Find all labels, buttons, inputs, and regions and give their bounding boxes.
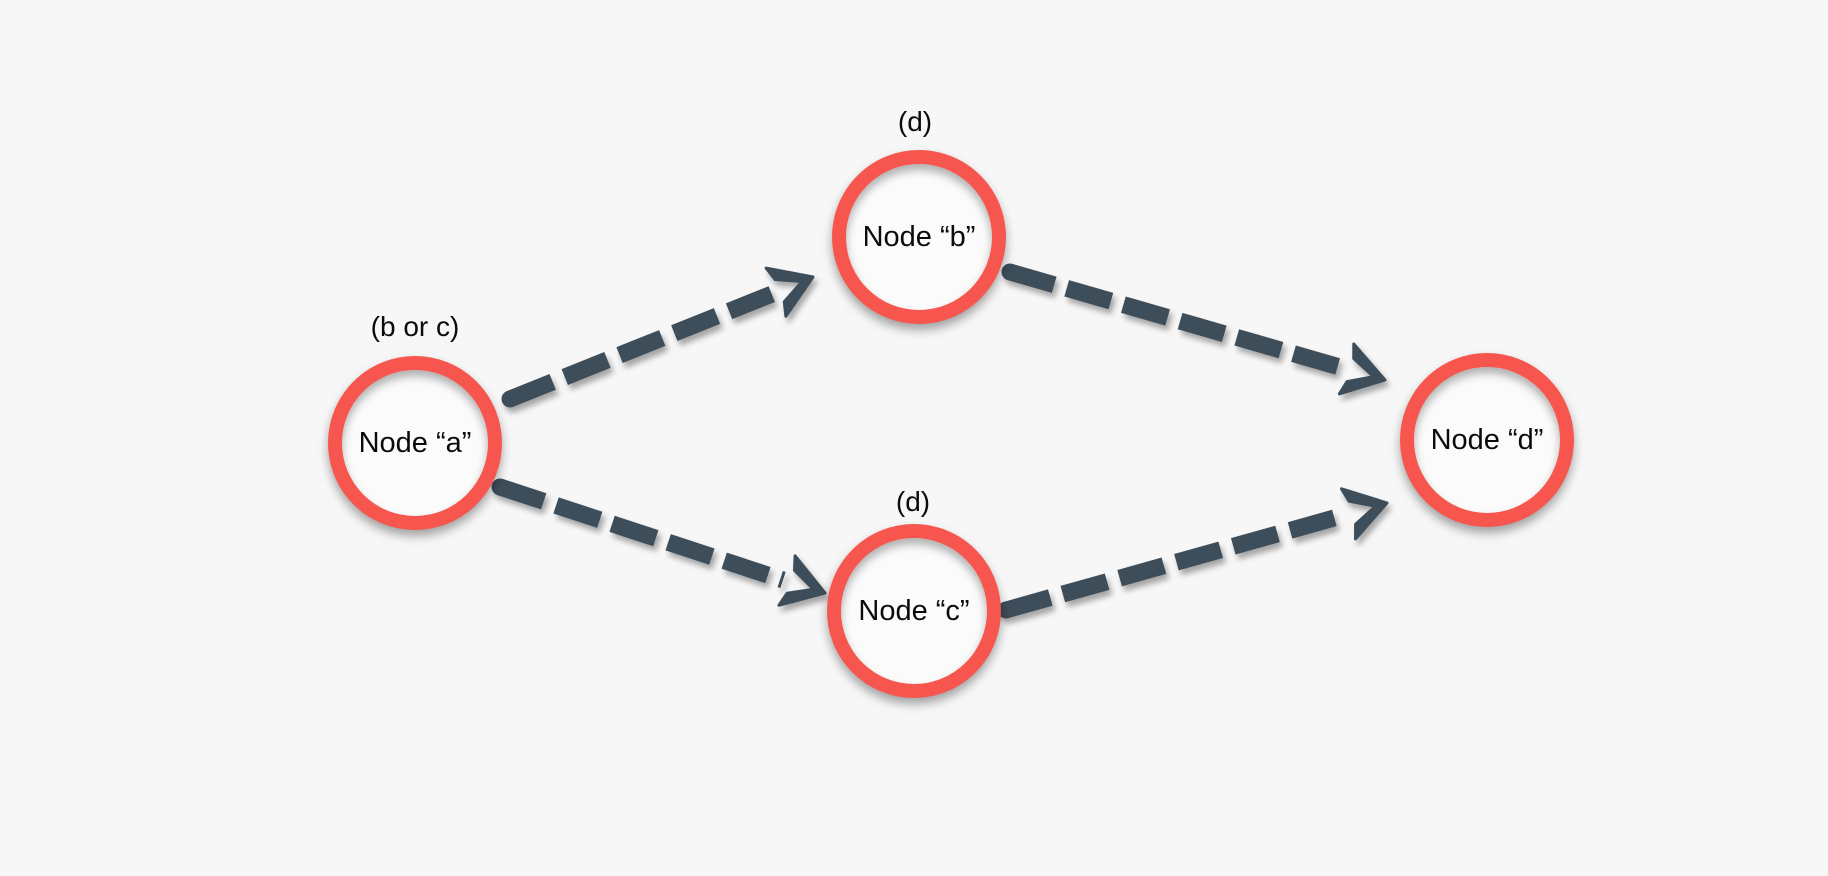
- node-b-annotation: (d): [897, 106, 933, 137]
- edge-a-to-c-arrowhead-icon: [777, 554, 827, 607]
- edge-c-to-d-arrowhead-icon: [1339, 487, 1389, 541]
- edge-a-to-b-dashed-line: [506, 286, 776, 407]
- node-a: Node “a”: [328, 356, 502, 530]
- node-c: Node “c”: [827, 524, 1001, 698]
- edge-b-to-d-arrowhead-icon: [1337, 342, 1387, 396]
- edge-a-to-b-arrowhead-icon: [764, 266, 815, 318]
- edge-a-to-c-dashed-line: [497, 478, 786, 589]
- node-d-label: Node “d”: [1430, 423, 1544, 456]
- node-d: Node “d”: [1400, 353, 1574, 527]
- node-a-annotation: (b or c): [370, 311, 460, 342]
- node-c-label: Node “c”: [858, 594, 970, 627]
- node-b: Node “b”: [832, 150, 1006, 324]
- edge-c-to-d-dashed-line: [1003, 506, 1348, 619]
- edge-c-to-d: [997, 487, 1389, 619]
- edge-a-to-c: [491, 478, 827, 607]
- edge-b-to-d: [1001, 263, 1387, 396]
- node-c-annotation: (d): [895, 486, 931, 517]
- node-a-label: Node “a”: [358, 426, 472, 459]
- node-b-label: Node “b”: [862, 220, 976, 253]
- edge-b-to-d-dashed-line: [1007, 263, 1346, 377]
- edge-a-to-b: [501, 266, 815, 408]
